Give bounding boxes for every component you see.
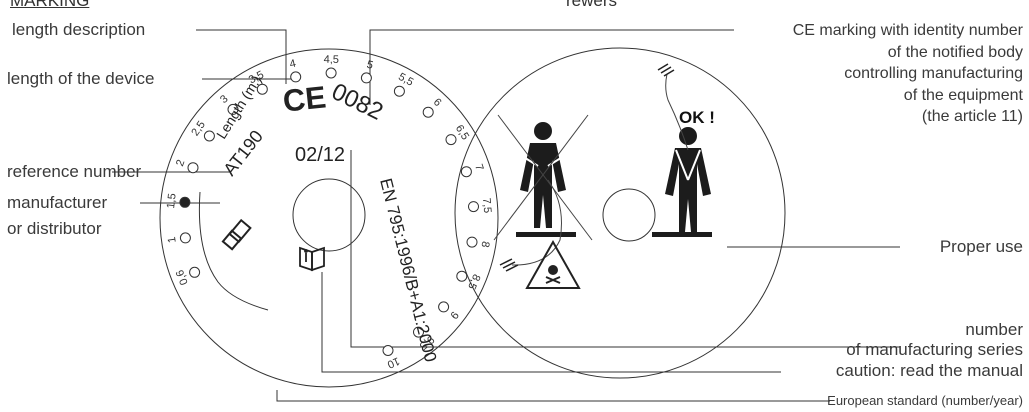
scale-tick-label: 7,5	[480, 197, 493, 213]
scale-hole	[438, 301, 450, 313]
scale-hole	[189, 266, 201, 278]
scale-hole	[227, 103, 239, 115]
wrench-icon	[221, 218, 252, 251]
label-ce-marking: CE marking with identity number of the n…	[793, 20, 1023, 128]
scale-tick-label: 4,5	[324, 54, 339, 66]
label-length-of-device: length of the device	[7, 69, 155, 88]
skull-warning-icon	[525, 239, 581, 289]
scale-hole	[422, 106, 434, 118]
ok-text: OK !	[679, 108, 715, 127]
notified-body-number: 0082	[327, 78, 387, 126]
scale-tick-label: 1	[166, 236, 179, 244]
leader-european-standard	[276, 390, 830, 402]
scale-tick-label: 8	[478, 240, 491, 248]
label-reference-number: reference number	[7, 162, 142, 181]
scale-hole	[325, 67, 337, 79]
scale-hole	[179, 196, 191, 208]
scale-tick-label: 9	[447, 309, 460, 321]
scale-hole	[290, 71, 302, 83]
leader-ce-marking	[369, 29, 734, 105]
scale-hole	[393, 85, 405, 97]
scale-hole	[256, 83, 268, 95]
scale-tick-label: 10	[385, 354, 401, 370]
scale-tick-label: 2	[174, 158, 187, 168]
scale-hole	[466, 236, 478, 248]
ce-marking-line-3: controlling manufacturing	[844, 65, 1023, 82]
harness-person-icon: OK !	[652, 63, 715, 237]
scale-tick-label: 8,5	[465, 272, 482, 291]
ce-marking-line-2: of the notified body	[887, 43, 1023, 61]
front-disc	[159, 48, 499, 388]
scale-tick-label: 3	[218, 93, 231, 106]
anchor-hatch-icon	[499, 258, 519, 272]
scale-tick-label: 6	[431, 96, 444, 109]
ce-marking-line-4: of the equipment	[903, 86, 1023, 104]
scale-hole	[456, 270, 468, 282]
label-manufacturer: manufacturer	[7, 193, 108, 212]
scale-hole	[203, 130, 215, 142]
label-european-standard: European standard (number/year)	[827, 393, 1023, 408]
ce-mark: CE	[281, 79, 328, 118]
improper-use-figure	[493, 114, 593, 289]
scale-hole	[468, 201, 479, 213]
label-length-description: length description	[12, 20, 146, 39]
marking-heading: MARKING	[10, 0, 90, 10]
label-distributor: or distributor	[7, 219, 102, 238]
scale-hole	[413, 326, 424, 338]
scale-tick-label: 7	[472, 163, 485, 173]
scale-hole	[445, 134, 457, 146]
series-number: 02/12	[295, 144, 345, 166]
read-manual-icon	[299, 246, 325, 272]
scale-tick-label: 5	[365, 59, 374, 72]
label-caution: caution: read the manual	[835, 361, 1023, 380]
scale-hole	[179, 232, 191, 244]
standard-text: EN 795:1996/B+A1:2000	[376, 176, 440, 364]
scale-tick-label: 4	[288, 58, 297, 71]
back-disc-center-hole	[602, 188, 656, 242]
rewers-heading: rewers	[566, 0, 618, 10]
label-series: number of manufacturing series	[846, 320, 1023, 360]
ce-marking-line-5: (the article 11)	[921, 108, 1023, 125]
scale-hole	[360, 72, 372, 84]
ce-marking-line-1: CE marking with identity number	[792, 22, 1023, 39]
scale-tick-label: 0,6	[174, 268, 191, 287]
scale-tick-label: 1,5	[165, 193, 179, 210]
scale-hole	[460, 166, 472, 178]
leader-caution	[321, 272, 781, 373]
scale-hole	[382, 345, 394, 356]
scale-hole	[187, 162, 199, 174]
series-line-1: number	[965, 320, 1023, 339]
leader-series	[350, 150, 900, 348]
leader-length-description	[196, 29, 287, 84]
back-disc	[454, 47, 786, 379]
front-cord-line	[198, 191, 269, 311]
series-line-2: of manufacturing series	[846, 340, 1023, 359]
front-disc-center-hole	[292, 178, 366, 252]
label-proper-use: Proper use	[939, 237, 1023, 256]
